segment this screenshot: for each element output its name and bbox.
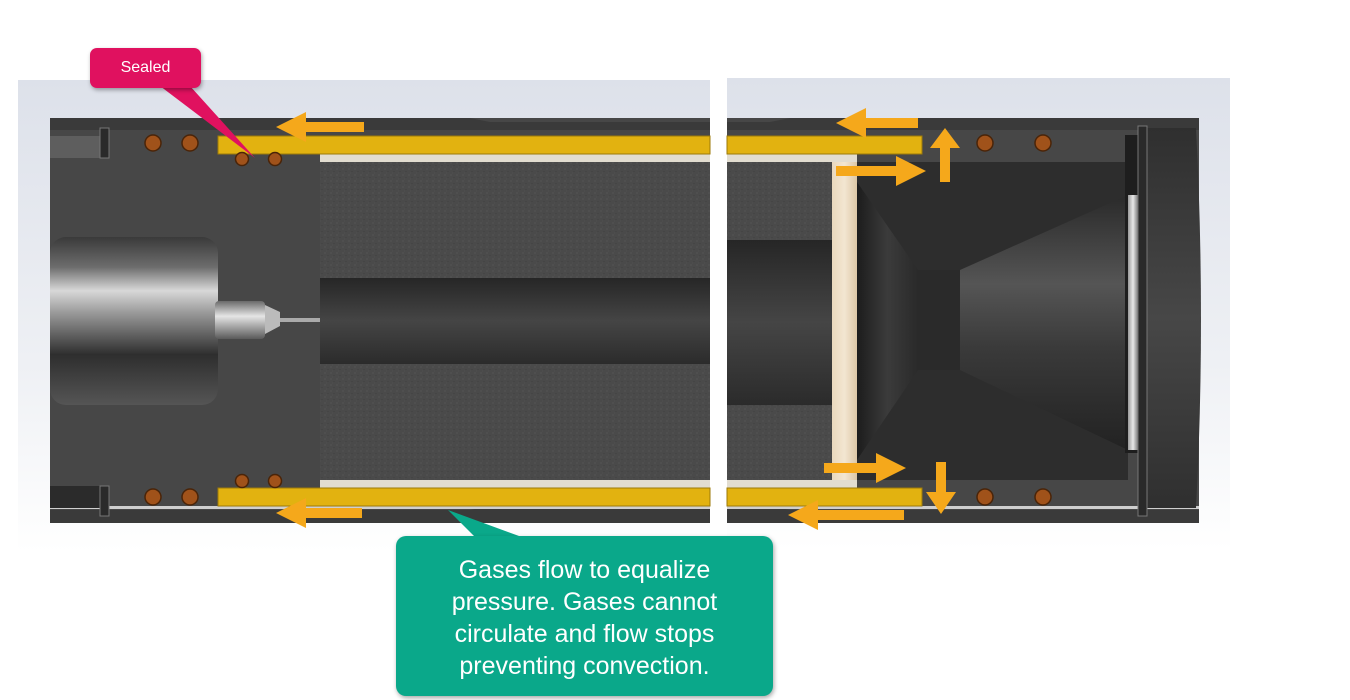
gas-channel-top [217,135,711,155]
end-cap-bottom [50,486,102,508]
right-cross-section [726,118,1201,523]
right-end-cap [1140,128,1201,508]
gas-channel-bottom [217,487,711,507]
gases-callout-pointer [448,510,530,540]
sealed-callout: Sealed [90,48,201,88]
gases-flow-callout: Gases flow to equalize pressure. Gases c… [396,536,773,696]
gas-channel-top-right [726,135,923,155]
sealed-callout-pointer [160,86,255,158]
grain-block-bottom [320,364,710,480]
cartridge-nozzle [215,301,265,339]
cartridge-cylinder [50,237,218,405]
end-cap-top [50,136,102,158]
wood-spacer [832,162,857,480]
nozzle-throat [918,270,960,370]
gas-channel-bottom-right [726,487,923,507]
grain-block-top [320,162,710,278]
o-ring-icon [144,134,1052,506]
nozzle-diverging [960,195,1128,450]
flow-arrow-icon [276,108,960,530]
grain-core [320,278,710,364]
left-cross-section [50,118,711,523]
